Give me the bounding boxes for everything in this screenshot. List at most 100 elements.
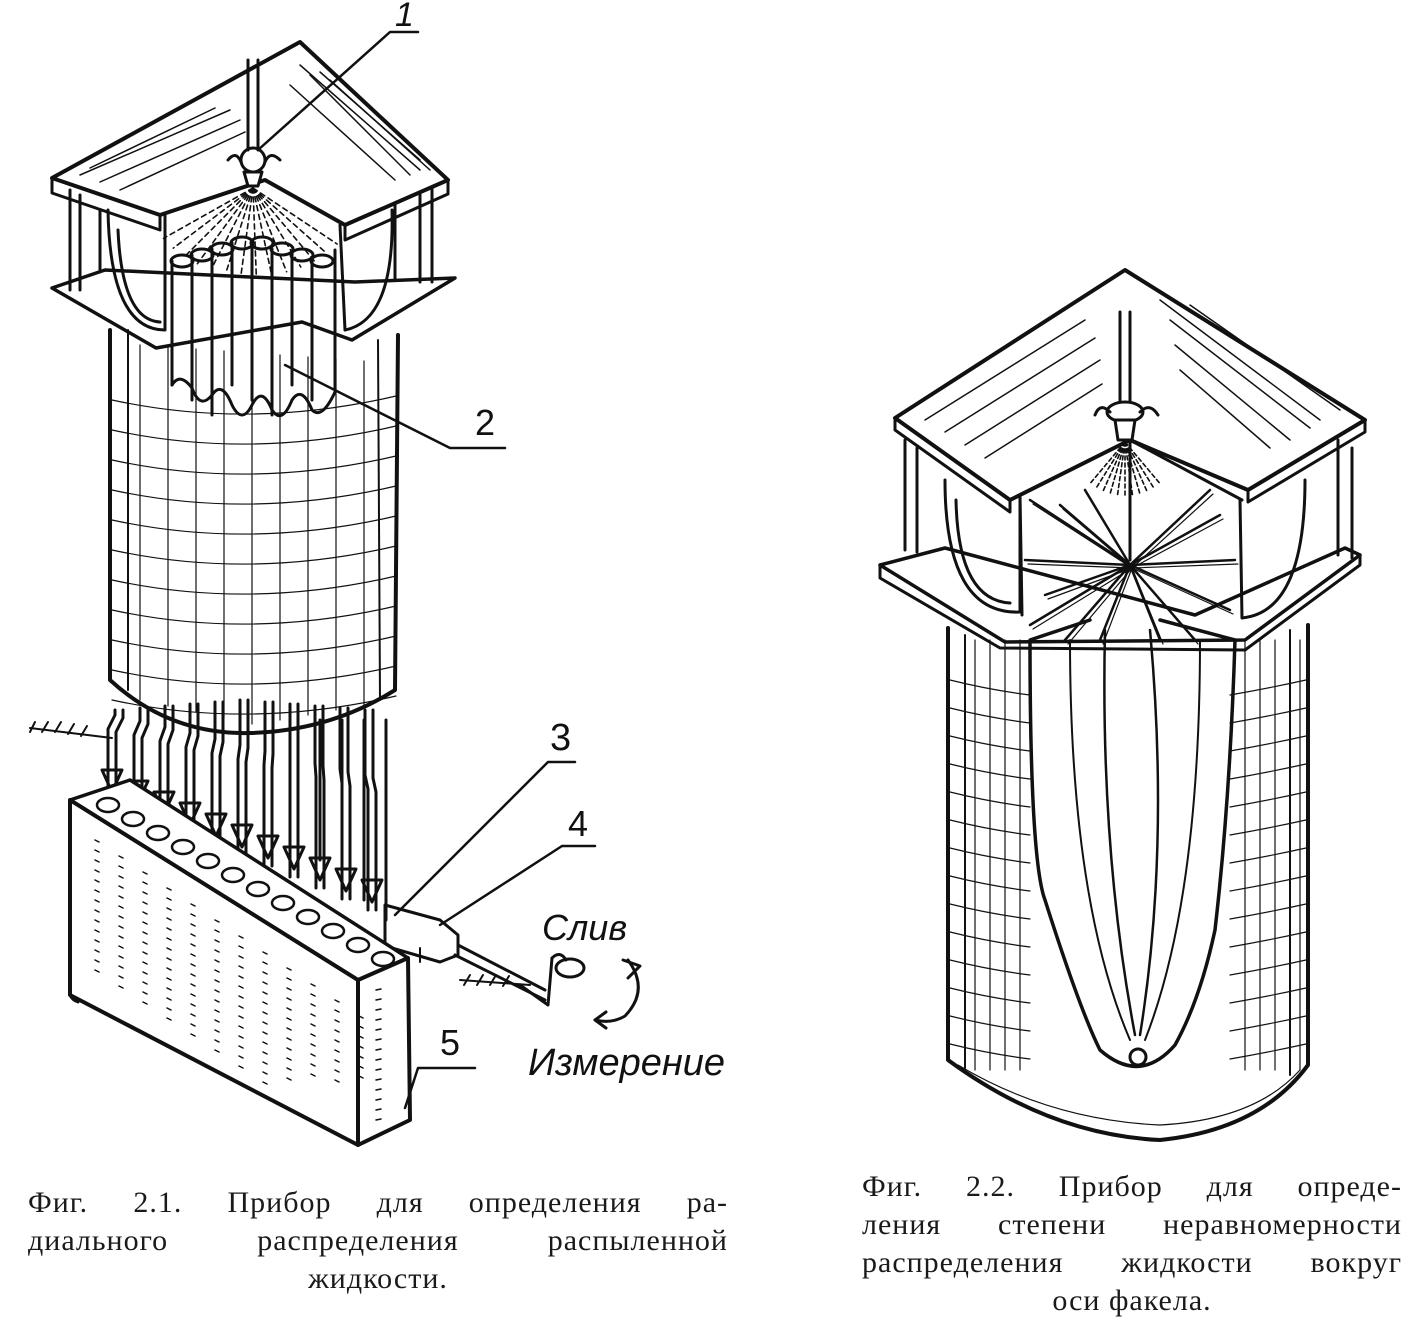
scale-tick <box>238 965 244 969</box>
support-posts-2 <box>903 438 1354 560</box>
scale-tick <box>375 1008 382 1011</box>
pipe <box>132 706 142 813</box>
burette-opening <box>170 838 196 856</box>
grid-horizontal-line <box>949 931 1031 948</box>
burette-funnel <box>334 867 358 893</box>
scale-tick <box>118 935 124 939</box>
grid-horizontal-line <box>1229 707 1307 724</box>
cylinder-mesh-grid-2 <box>949 639 1307 1126</box>
spray-streak <box>225 187 254 274</box>
grid-horizontal-line <box>949 959 1031 976</box>
scale-tick <box>375 1108 382 1111</box>
rotation-arrow <box>593 958 642 1030</box>
grid-horizontal-line <box>1229 931 1307 948</box>
scale-tick <box>166 947 172 951</box>
radial-divider <box>1131 567 1234 615</box>
radial-divider <box>1131 567 1164 645</box>
scale-tick <box>118 955 124 959</box>
scale-tick <box>190 963 196 967</box>
scale-tick <box>286 1037 292 1041</box>
measure-label: Измерение <box>528 1042 725 1084</box>
scale-tick <box>190 953 196 957</box>
scale-tick <box>238 1015 244 1019</box>
spray-streak <box>162 187 254 240</box>
scale-tick <box>238 945 244 949</box>
burette-rack <box>68 778 412 1147</box>
pipe <box>140 706 150 813</box>
pipe <box>236 698 242 857</box>
scale-tick <box>190 1013 196 1017</box>
scale-tick <box>94 889 100 893</box>
scale-tick <box>375 1058 382 1061</box>
scale-tick <box>375 1028 382 1031</box>
scale-tick <box>334 1049 340 1053</box>
burette-opening <box>120 810 146 828</box>
caption-2-line-1: Фиг. 2.2. Прибор для опреде- <box>862 1170 1402 1203</box>
radial-divider <box>1023 558 1132 567</box>
grid-horizontal-line <box>111 395 397 415</box>
scale-tick <box>214 949 220 953</box>
scale-tick <box>118 865 124 869</box>
part-label-5: 5 <box>440 1022 460 1063</box>
radial-divider <box>1087 493 1133 569</box>
spray-nozzle <box>226 58 282 188</box>
scale-tick <box>286 1047 292 1051</box>
scale-tick <box>94 879 100 883</box>
grid-horizontal-line <box>949 847 1031 864</box>
caption-1-line-3: жидкости. <box>308 1262 448 1295</box>
scale-tick <box>94 859 100 863</box>
scale-tick <box>238 975 244 979</box>
grid-horizontal-line <box>111 575 397 595</box>
part-label-2: 2 <box>475 402 495 443</box>
scale-tick <box>375 1088 382 1091</box>
scale-tick <box>262 1011 268 1015</box>
main-cylinder-2 <box>946 623 1310 1142</box>
caption-2-line-2: ления степени неравномерности <box>862 1208 1402 1241</box>
caption-2-line-3: распределения жидкости вокруг <box>862 1246 1402 1279</box>
scale-tick <box>142 941 148 945</box>
grid-horizontal-line <box>111 545 397 565</box>
part-label-1: 1 <box>395 0 414 34</box>
radial-divider <box>1058 503 1132 567</box>
grid-horizontal-line <box>949 987 1031 1004</box>
scale-tick <box>190 1003 196 1007</box>
tube-opening <box>169 253 195 269</box>
scale-tick <box>142 991 148 995</box>
scale-tick <box>286 1057 292 1061</box>
scale-tick <box>166 977 172 981</box>
scale-tick <box>238 1055 244 1059</box>
radial-divider <box>1131 493 1214 569</box>
scale-tick <box>166 937 172 941</box>
scale-tick <box>190 993 196 997</box>
scale-tick <box>375 998 382 1001</box>
scale-tick <box>262 1051 268 1055</box>
figure-2-1-apparatus <box>29 30 642 1147</box>
grid-horizontal-line <box>1229 735 1307 752</box>
drain-valve-handle[interactable] <box>518 953 586 1007</box>
grid-horizontal-line <box>111 695 397 715</box>
grid-horizontal-line <box>949 875 1031 892</box>
scale-tick <box>118 885 124 889</box>
radial-divider <box>1032 567 1133 630</box>
scale-tick <box>142 1001 148 1005</box>
scale-tick <box>94 959 100 963</box>
grid-horizontal-line <box>1229 791 1307 808</box>
scale-tick <box>214 1039 220 1043</box>
burette-opening <box>345 936 371 954</box>
scale-tick <box>238 955 244 959</box>
spray-streak <box>252 187 288 273</box>
spray-streak <box>1109 441 1126 496</box>
tube-bottom-edge <box>170 377 337 418</box>
radial-divider <box>1047 567 1133 600</box>
pipe <box>313 704 318 890</box>
scale-tick <box>118 925 124 929</box>
scale-tick <box>118 965 124 969</box>
grid-horizontal-line <box>949 819 1031 836</box>
spray-streak <box>196 187 254 265</box>
grid-horizontal-line <box>111 455 397 475</box>
burette-opening <box>370 950 396 968</box>
scale-tick <box>334 1029 340 1033</box>
grid-horizontal-line <box>111 605 397 625</box>
scale-tick <box>334 1039 340 1043</box>
